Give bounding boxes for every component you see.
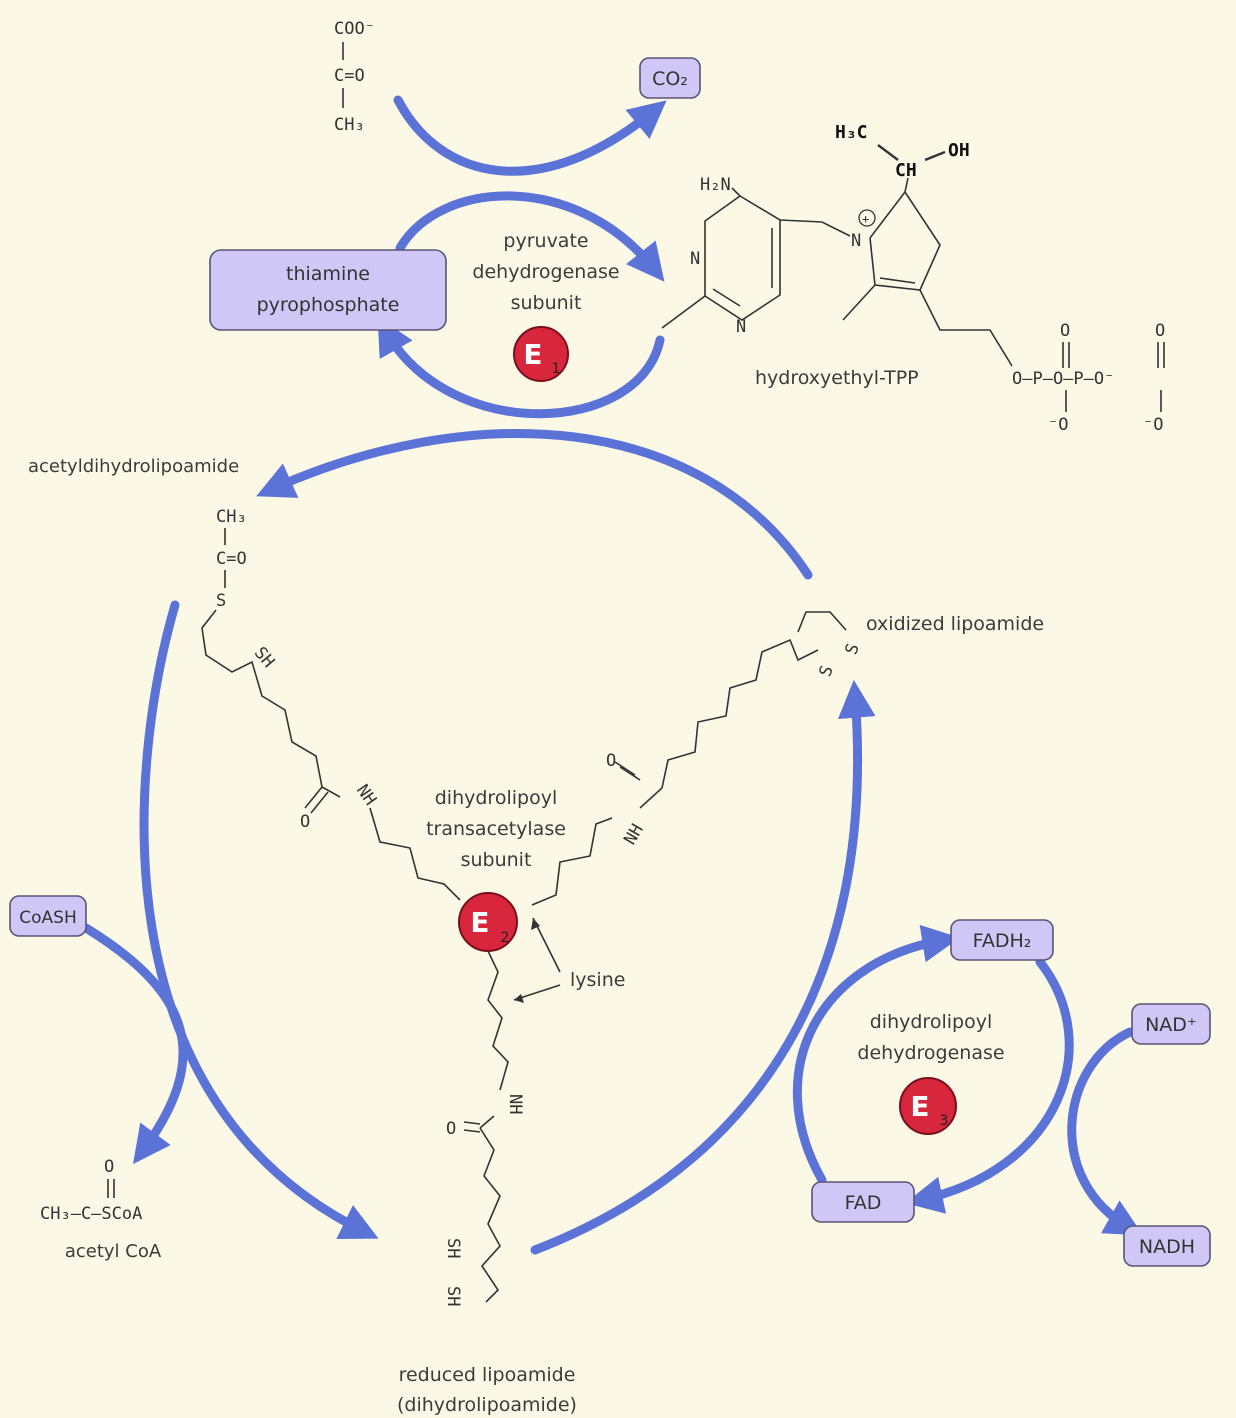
e1-letter: E: [523, 338, 542, 371]
svg-text:O: O: [104, 1157, 114, 1177]
enzyme-e3: E 3: [899, 1077, 957, 1135]
hydroxyethyl-tpp-structure: H₂N N N N + CH H₃C OH O—P—O—P—O⁻ O O ⁻O …: [661, 122, 1165, 435]
svg-text:N: N: [690, 249, 700, 269]
arrow-pyruvate-to-co2: [393, 95, 667, 176]
enzyme-e2: E 2: [458, 892, 518, 952]
oxidized-lipoamide-arm: NH O S S: [531, 611, 864, 906]
arrow-hydroxyethyl-to-tpp: [377, 316, 665, 419]
box-thiamine-pyrophosphate: thiamine pyrophosphate: [209, 249, 447, 331]
svg-text:dihydrolipoyl: dihydrolipoyl: [435, 787, 557, 809]
fad-label: FAD: [845, 1192, 882, 1214]
arrow-acetyl-to-reduced-lipoamide: [139, 600, 379, 1239]
svg-text:H₃C: H₃C: [835, 122, 868, 143]
label-hydroxyethyl-tpp: hydroxyethyl-TPP: [755, 367, 919, 389]
reduced-lipoamide-arm: NH O SH SH: [443, 917, 561, 1306]
label-acetyl-coa: acetyl CoA: [65, 1241, 162, 1262]
svg-text:NH: NH: [352, 781, 380, 809]
nad-plus-label: NAD⁺: [1145, 1014, 1197, 1036]
svg-text:CH₃: CH₃: [216, 507, 247, 527]
co2-label: CO₂: [652, 68, 688, 90]
arrow-nad-to-nadh: [1067, 1027, 1144, 1236]
arrow-fad-to-fadh2: [792, 924, 960, 1185]
svg-text:O: O: [446, 1119, 456, 1139]
box-coash: CoASH: [9, 895, 87, 937]
nadh-label: NADH: [1139, 1236, 1195, 1258]
svg-text:O: O: [1155, 321, 1165, 341]
label-acetyldihydrolipoamide: acetyldihydrolipoamide: [28, 456, 239, 477]
box-nad-plus: NAD⁺: [1131, 1003, 1211, 1045]
svg-text:C=O: C=O: [334, 66, 365, 86]
label-transacetylase: dihydrolipoyl transacetylase subunit: [426, 787, 566, 871]
arrow-tpp-to-hydroxyethyl-tpp: [395, 191, 665, 282]
svg-text:O: O: [606, 751, 616, 771]
svg-text:subunit: subunit: [511, 292, 582, 314]
label-pyruvate-dehydrogenase: pyruvate dehydrogenase subunit: [472, 230, 619, 314]
e3-letter: E: [910, 1090, 929, 1123]
arrow-coash-to-acetyl-coa: [81, 923, 188, 1165]
label-reduced-lipoamide: reduced lipoamide (dihydrolipoamide): [397, 1364, 577, 1416]
box-nadh: NADH: [1123, 1225, 1211, 1267]
coash-label: CoASH: [19, 908, 76, 928]
svg-text:SH: SH: [443, 1286, 463, 1306]
svg-text:dehydrogenase: dehydrogenase: [857, 1042, 1004, 1064]
box-fad: FAD: [811, 1181, 915, 1223]
svg-text:N: N: [851, 231, 861, 251]
label-dehydrogenase-e3: dihydrolipoyl dehydrogenase: [857, 1011, 1004, 1064]
svg-text:S: S: [815, 663, 837, 679]
svg-text:COO⁻: COO⁻: [334, 19, 375, 39]
pyruvate-structure: COO⁻ C=O CH₃: [334, 19, 375, 135]
svg-text:CH: CH: [895, 160, 917, 181]
svg-text:⁻O: ⁻O: [1048, 415, 1068, 435]
arrow-oxidized-to-acetyldihydrolipoamide: [256, 429, 813, 580]
svg-text:S: S: [216, 591, 226, 611]
flow-arrows: [81, 95, 1144, 1255]
box-co2: CO₂: [639, 57, 701, 99]
svg-text:CH₃: CH₃: [334, 115, 365, 135]
svg-text:dehydrogenase: dehydrogenase: [472, 261, 619, 283]
tpp-label-line2: pyrophosphate: [257, 294, 400, 316]
svg-text:NH: NH: [620, 821, 648, 849]
svg-text:O—P—O—P—O⁻: O—P—O—P—O⁻: [1012, 369, 1114, 389]
arrow-fadh2-to-fad: [905, 957, 1074, 1214]
acetyl-coa-structure: O CH₃—C—SCoA: [40, 1157, 142, 1224]
svg-text:O: O: [1060, 321, 1070, 341]
svg-text:N: N: [736, 317, 746, 337]
svg-text:OH: OH: [948, 140, 970, 161]
enzyme-e1: E 1: [513, 326, 569, 382]
svg-text:O: O: [300, 812, 310, 832]
svg-text:subunit: subunit: [461, 849, 532, 871]
box-fadh2: FADH₂: [950, 919, 1054, 961]
svg-text:NH: NH: [505, 1094, 525, 1114]
svg-text:H₂N: H₂N: [700, 175, 731, 195]
label-lysine: lysine: [570, 969, 625, 991]
e3-subscript: 3: [940, 1113, 949, 1129]
svg-text:SH: SH: [443, 1238, 463, 1258]
svg-text:dihydrolipoyl: dihydrolipoyl: [870, 1011, 992, 1033]
svg-text:CH₃—C—SCoA: CH₃—C—SCoA: [40, 1204, 142, 1224]
svg-text:+: +: [862, 212, 869, 226]
label-oxidized-lipoamide: oxidized lipoamide: [866, 613, 1044, 635]
svg-text:S: S: [841, 641, 863, 657]
e2-letter: E: [470, 906, 489, 939]
fadh2-label: FADH₂: [973, 930, 1032, 952]
e1-subscript: 1: [552, 361, 561, 377]
svg-text:C=O: C=O: [216, 549, 247, 569]
svg-text:pyruvate: pyruvate: [503, 230, 588, 252]
svg-text:(dihydrolipoamide): (dihydrolipoamide): [397, 1394, 577, 1416]
svg-text:⁻O: ⁻O: [1143, 415, 1163, 435]
arrow-reduced-to-oxidized-lipoamide: [530, 679, 876, 1255]
svg-text:transacetylase: transacetylase: [426, 818, 566, 840]
svg-text:reduced lipoamide: reduced lipoamide: [399, 1364, 576, 1386]
tpp-label-line1: thiamine: [286, 263, 370, 285]
e2-subscript: 2: [501, 930, 510, 946]
acetyl-lipoamide-arm: CH₃ C=O S SH O NH: [201, 507, 461, 901]
